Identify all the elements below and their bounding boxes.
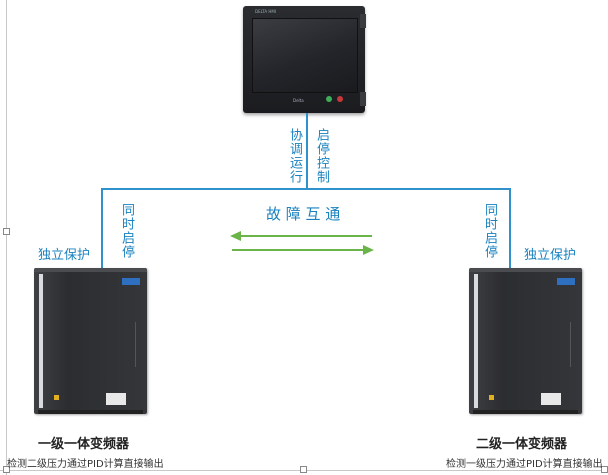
start-stop-control-label: 启停控制	[314, 128, 329, 184]
cabinet-top	[34, 268, 147, 272]
cabinet-door-seam	[570, 322, 571, 367]
hmi-touch-panel: DELTA HMI Delta	[243, 6, 365, 113]
hmi-red-button-icon	[337, 96, 343, 102]
hmi-bracket-top	[360, 14, 366, 28]
right-drop-line	[509, 188, 511, 268]
right-sync-label: 同时启停	[482, 203, 497, 259]
warning-sticker-icon	[54, 395, 59, 400]
warning-sticker-icon	[489, 395, 494, 400]
hmi-down-line	[306, 113, 308, 189]
left-unit-title: 一级一体变频器	[38, 437, 130, 452]
cabinet-top	[469, 268, 582, 272]
cabinet-nameplate	[541, 393, 561, 405]
frame-handle-bottom-left	[3, 466, 10, 473]
right-unit-description: 检测一级压力通过PID计算直接输出	[446, 459, 603, 470]
left-arrow-head-icon	[230, 231, 241, 241]
hmi-screen	[252, 18, 358, 93]
fault-exchange-label: 故 障 互 通	[266, 205, 341, 223]
cabinet-base	[38, 410, 143, 414]
hmi-footer-text: Delta	[293, 98, 304, 103]
right-inverter-cabinet	[469, 268, 582, 414]
right-protection-label: 独立保护	[524, 248, 577, 263]
coordinated-run-label: 协调运行	[287, 128, 302, 184]
frame-handle-bottom-center	[300, 466, 307, 473]
cabinet-light-strip	[39, 274, 43, 408]
frame-left-edge	[6, 0, 7, 475]
left-protection-label: 独立保护	[38, 248, 91, 263]
cabinet-nameplate	[106, 393, 126, 405]
bus-horizontal-line	[101, 188, 511, 190]
cabinet-logo-icon	[557, 278, 575, 285]
hmi-bracket-bottom	[360, 92, 366, 106]
right-arrow-head-icon	[363, 245, 374, 255]
cabinet-logo-icon	[122, 278, 140, 285]
left-unit-description: 检测二级压力通过PID计算直接输出	[7, 459, 164, 470]
frame-handle-left	[3, 228, 10, 235]
right-unit-title: 二级一体变频器	[476, 437, 568, 452]
left-sync-label: 同时启停	[119, 203, 134, 259]
hmi-green-button-icon	[326, 96, 332, 102]
fault-exchange-arrows	[230, 231, 374, 255]
left-drop-line	[101, 188, 103, 268]
cabinet-light-strip	[474, 274, 478, 408]
cabinet-base	[473, 410, 578, 414]
left-inverter-cabinet	[34, 268, 147, 414]
hmi-brand-text: DELTA HMI	[255, 9, 277, 14]
cabinet-door-seam	[135, 322, 136, 367]
